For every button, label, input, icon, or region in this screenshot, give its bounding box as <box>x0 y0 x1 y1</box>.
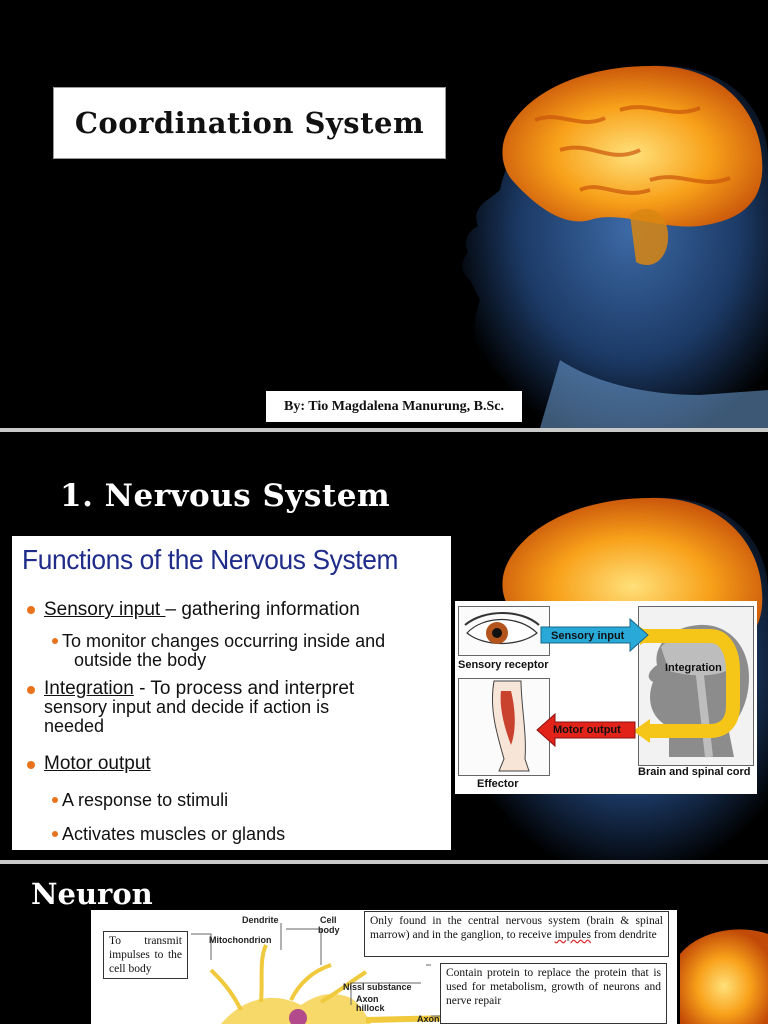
functions-title: Functions of the Nervous System <box>22 544 398 575</box>
desc-integration: - To process and interpret <box>133 678 355 699</box>
bullet-icon <box>27 761 35 769</box>
cell-body-text-3: from dendrite <box>591 929 657 941</box>
bullet-icon <box>27 686 35 694</box>
label-axon-hillock-1: Axon <box>356 994 379 1004</box>
bullet-icon <box>52 638 58 644</box>
leg-image <box>458 678 550 776</box>
slide-title-text: Coordination System <box>74 106 425 140</box>
motor-output-arrow <box>536 712 636 748</box>
slide-title: Coordination System By: Tio Magdalena Ma… <box>0 0 768 428</box>
sub-monitor-changes: To monitor changes occurring inside and <box>62 631 386 651</box>
integration-loop <box>640 629 740 738</box>
eye-icon <box>464 612 540 644</box>
neuron-diagram: Dendrite Cell body Mitochondrion Nissl s… <box>91 910 677 1024</box>
dendrite-function-box: To transmit impulses to the cell body <box>103 931 188 979</box>
loop-arrowhead-out <box>633 719 650 743</box>
title-box: Coordination System <box>53 87 446 159</box>
label-mitochondrion: Mitochondrion <box>209 935 272 945</box>
desc-integration-line2: sensory input and decide if action is <box>44 697 330 717</box>
nissl-function-box: Contain protein to replace the protein t… <box>440 963 667 1024</box>
cell-body-text-1: Only found in the central nervous system… <box>370 915 663 941</box>
bullet-icon <box>27 606 35 614</box>
neuron-illustration <box>191 923 534 1024</box>
label-sensory-input: Sensory input <box>551 630 625 642</box>
nervous-system-diagram: Sensory receptor Effector Sensory input … <box>455 601 757 794</box>
desc-sensory-input: – gathering information <box>165 599 360 620</box>
cell-body-function-box: Only found in the central nervous system… <box>364 911 669 957</box>
author-byline: By: Tio Magdalena Manurung, B.Sc. <box>283 398 505 414</box>
label-cell-body-2: body <box>318 925 340 935</box>
function-motor-output: Motor output <box>44 754 151 773</box>
slide-neuron: Neuron Dendrite Cell body Mitochondrion … <box>0 864 768 1024</box>
label-motor-output: Motor output <box>553 724 621 736</box>
term-motor-output: Motor output <box>44 753 151 774</box>
sub-activates-muscles: Activates muscles or glands <box>62 824 286 844</box>
label-nissl-substance: Nissl substance <box>343 982 412 992</box>
brain-head-illustration <box>680 929 768 1024</box>
label-axon: Axon <box>417 1014 440 1024</box>
sub-monitor-changes-cont: outside the body <box>74 650 207 670</box>
bullet-icon <box>52 797 58 803</box>
cell-body-text-2: impules <box>554 929 591 941</box>
label-integration: Integration <box>665 662 722 674</box>
term-integration: Integration <box>44 678 134 699</box>
slide-nervous-system: 1. Nervous System Functions of the Nervo… <box>0 432 768 860</box>
function-sensory-input: Sensory input – gathering information <box>44 600 360 619</box>
byline-box: By: Tio Magdalena Manurung, B.Sc. <box>266 391 522 422</box>
label-cell-body-1: Cell <box>320 915 337 925</box>
signal-loop-diagram <box>536 617 740 748</box>
brain-head-illustration <box>462 65 768 428</box>
section-heading: Neuron <box>31 877 153 911</box>
section-heading: 1. Nervous System <box>60 478 391 514</box>
label-dendrite: Dendrite <box>242 915 279 925</box>
sensory-input-arrow <box>540 617 649 653</box>
bullet-icon <box>52 831 58 837</box>
eye-image <box>458 606 550 656</box>
leg-muscle-icon <box>491 680 530 772</box>
functions-panel: Functions of the Nervous System Sensory … <box>12 536 451 850</box>
desc-integration-line3: needed <box>44 716 105 736</box>
label-sensory-receptor: Sensory receptor <box>458 659 549 671</box>
label-effector: Effector <box>477 778 519 790</box>
term-sensory-input: Sensory input <box>44 599 166 620</box>
sub-response-stimuli: A response to stimuli <box>62 790 229 810</box>
label-brain-spinal-cord: Brain and spinal cord <box>638 766 751 778</box>
function-integration: Integration - To process and interpret <box>44 679 354 698</box>
label-axon-hillock-2: hillock <box>356 1003 385 1013</box>
